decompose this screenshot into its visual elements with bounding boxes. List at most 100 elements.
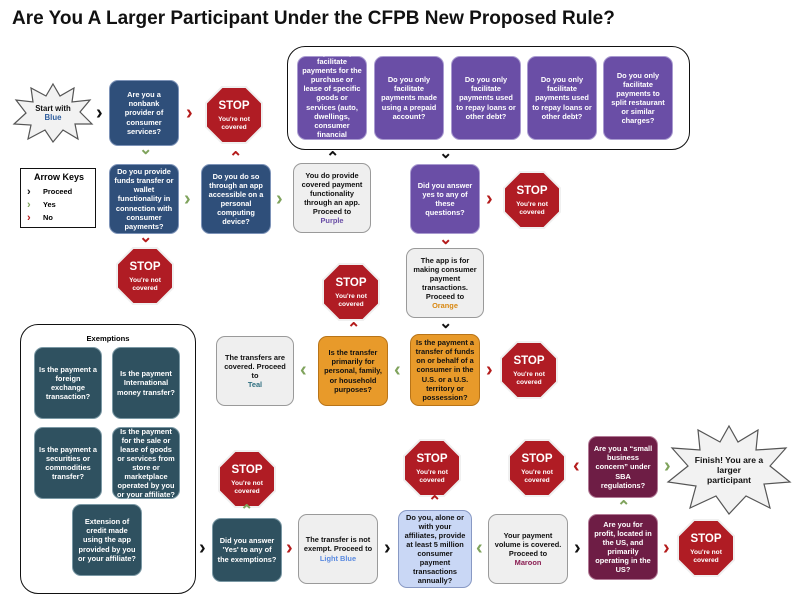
node-nonbank-provider: Are you a nonbank provider of consumer s… [109,80,179,146]
stop-title: STOP [690,533,722,545]
node-store-marketplace: Is the payment for the sale or lease of … [112,427,180,499]
volume-covered-highlight: Maroon [514,558,542,568]
node-covered-functionality: You do provide covered payment functiona… [293,163,371,233]
consumer-app-highlight: Orange [432,301,458,311]
arrow-lb-yes: ‹ [476,537,483,559]
finish-burst: Finish! You are a larger participant [666,424,792,516]
node-personal-purposes: Is the transfer primarily for personal, … [318,336,388,406]
node-funds-transfer: Do you provide funds transfer or wallet … [109,164,179,234]
arrow-m1-no: › [663,537,670,559]
finish-text: Finish! You are a larger participant [694,454,764,486]
arrow-q1-no: › [186,102,193,124]
arrow-to-purple-frame: ⌃ [326,150,340,167]
transfers-covered-text: The transfers are covered. Proceed to [224,352,286,380]
node-repay-loans-1: Do you only facilitate payments used to … [451,56,521,140]
arrow-m2-yes: ‹ [573,455,580,477]
page-title: Are You A Larger Participant Under the C… [12,8,615,29]
stop-sign-4: STOP You're not covered [322,263,380,321]
legend-yes-arrow-icon: › [27,198,31,211]
stop-sign-2: STOP You're not covered [116,247,174,305]
stop-title: STOP [516,185,548,197]
arrow-o1-no: › [486,359,493,381]
exemptions-frame [20,324,196,594]
legend-proceed: › Proceed [27,185,73,198]
start-burst: Start with Blue [12,82,94,144]
stop-sign-6: STOP You're not covered [218,450,276,508]
legend-title: Arrow Keys [33,172,85,182]
stop-title: STOP [521,453,553,465]
node-answer-yes-purple: Did you answer yes to any of these quest… [410,164,480,234]
transfers-covered-highlight: Teal [247,380,263,390]
stop-note: You're not covered [335,293,367,308]
stop-sign-5: STOP You're not covered [500,341,558,399]
node-small-business: Are you a “small business concern” under… [588,436,658,498]
stop-title: STOP [231,464,263,476]
arrow-q3-no: ⌃ [229,150,243,167]
node-not-exempt: The transfer is not exempt. Proceed to L… [298,514,378,584]
arrow-start-to-q1: › [96,102,103,124]
node-extension-credit: Extension of credit made using the app p… [72,504,142,576]
arrow-answer-no: ⌄ [439,231,453,248]
node-consumer-app: The app is for making consumer payment t… [406,248,484,318]
stop-note: You're not covered [690,549,722,564]
node-foreign-exchange: Is the payment a foreign exchange transa… [34,347,102,419]
consumer-app-text: The app is for making consumer payment t… [413,255,477,302]
arrow-q2-no: ⌄ [139,229,153,246]
stop-note: You're not covered [129,277,161,292]
stop-note: You're not covered [416,469,448,484]
legend-no: › No [27,212,53,223]
stop-title: STOP [416,453,448,465]
legend-proceed-label: Proceed [43,187,73,196]
arrow-frame-to-answer: ⌄ [439,145,453,162]
arrow-lb-no: ⌃ [428,494,442,511]
arrow-app-to-orange: ⌄ [439,315,453,332]
arrow-not-exempt-to-lb: › [384,537,391,559]
node-for-profit-us: Are you for profit, located in the US, a… [588,514,658,580]
stop-title: STOP [129,261,161,273]
stop-sign-8: STOP You're not covered [508,439,566,497]
stop-note: You're not covered [513,371,545,386]
arrow-o1-yes: ‹ [394,359,401,381]
exemptions-label: Exemptions [86,334,130,343]
not-exempt-highlight: Light Blue [319,553,357,563]
node-answer-yes-exemptions: Did you answer 'Yes' to any of the exemp… [212,518,282,582]
arrow-o2-yes: ‹ [300,359,307,381]
stop-note: You're not covered [516,201,548,216]
arrow-exemptions-to-answer: › [199,537,206,559]
stop-title: STOP [513,355,545,367]
node-split-charges: Do you only facilitate payments to split… [603,56,673,140]
legend-no-label: No [43,213,53,222]
start-highlight: Blue [44,113,62,122]
arrow-exemptions-no: › [286,537,293,559]
node-prepaid-account: Do you only facilitate payments made usi… [374,56,444,140]
covered-functionality-text: You do provide covered payment functiona… [301,170,363,217]
stop-note: You're not covered [521,469,553,484]
arrow-answer-yes: › [486,188,493,210]
legend-yes: › Yes [27,198,56,211]
node-volume-covered: Your payment volume is covered. Proceed … [488,514,568,584]
start-text: Start with [35,104,71,113]
legend-yes-label: Yes [43,200,56,209]
node-app-accessible: Do you do so through an app accessible o… [201,164,271,234]
arrow-m1-yes: ⌃ [617,499,631,516]
stop-sign-7: STOP You're not covered [403,439,461,497]
legend-proceed-arrow-icon: › [27,185,31,198]
stop-sign-9: STOP You're not covered [677,519,735,577]
node-us-transfer: Is the payment a transfer of funds on or… [410,334,480,406]
arrow-m2-no: › [664,455,671,477]
node-five-million-transactions: Do you, alone or with your affiliates, p… [398,510,472,588]
arrow-exemptions-yes: ⌃ [240,503,254,520]
arrow-q3-yes: › [276,188,283,210]
node-repay-loans-2: Do you only facilitate payments used to … [527,56,597,140]
node-transfers-covered: The transfers are covered. Proceed to Te… [216,336,294,406]
arrow-q1-yes: ⌄ [139,141,153,158]
arrow-o2-no: ⌃ [347,321,361,338]
covered-functionality-highlight: Purple [320,216,344,226]
stop-title: STOP [218,100,250,112]
node-international-transfer: Is the payment International money trans… [112,347,180,419]
not-exempt-text: The transfer is not exempt. Proceed to [303,535,373,554]
arrow-volume-to-maroon: › [574,537,581,559]
stop-note: You're not covered [218,116,250,131]
volume-covered-text: Your payment volume is covered. Proceed … [494,530,562,558]
stop-sign-3: STOP You're not covered [503,171,561,229]
